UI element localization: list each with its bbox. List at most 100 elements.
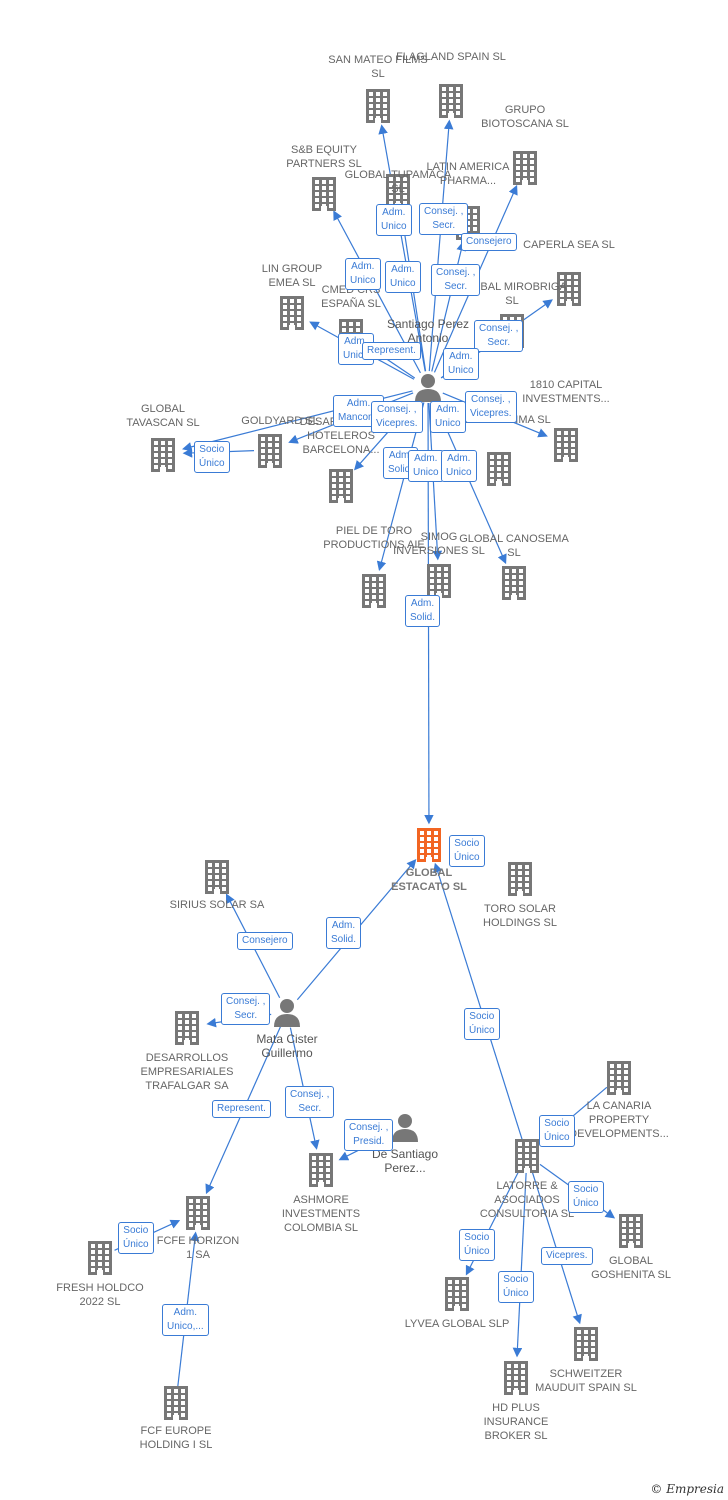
building-icon xyxy=(280,296,304,330)
edge-line xyxy=(378,124,426,372)
node-label: LIN GROUP EMEA SL xyxy=(261,263,323,289)
building-icon xyxy=(504,1361,528,1395)
building-icon xyxy=(607,1061,631,1095)
edge-label[interactable]: Vicepres. xyxy=(541,1247,593,1265)
edge-label[interactable]: Represent. xyxy=(212,1100,271,1118)
edge-label[interactable]: Consej. ,Vicepres. xyxy=(465,391,517,423)
building-icon xyxy=(445,1277,469,1311)
edge-label[interactable]: Adm.Unico,... xyxy=(162,1304,209,1336)
building-icon xyxy=(186,1196,210,1230)
node-label: 1810 CAPITAL INVESTMENTS... xyxy=(522,379,610,405)
edge-label[interactable]: Adm.Unico xyxy=(408,450,444,482)
building-icon xyxy=(151,438,175,472)
node-label: CAPERLA SEA SL xyxy=(523,239,615,251)
building-icon xyxy=(619,1214,643,1248)
node-label: De Santiago Perez... xyxy=(371,1147,439,1175)
person-icon xyxy=(415,374,441,402)
edge-label[interactable]: Adm.Unico xyxy=(345,258,381,290)
edge-label[interactable]: Adm.Solid. xyxy=(405,595,441,627)
node-label: FCFE HORIZON 1 SA xyxy=(156,1235,240,1261)
edge-label[interactable]: Represent. xyxy=(362,342,421,360)
node-label: GLOBAL CANOSEMA SL xyxy=(459,533,569,559)
building-icon xyxy=(164,1386,188,1420)
edge-label[interactable]: Consej. ,Secr. xyxy=(221,993,271,1025)
person-icon xyxy=(392,1114,418,1142)
edge-label[interactable]: Consej. ,Secr. xyxy=(285,1086,335,1118)
building-icon xyxy=(258,434,282,468)
building-icon xyxy=(175,1011,199,1045)
node-label: DESARROLLOS EMPRESARIALES TRAFALGAR SA xyxy=(140,1052,234,1092)
building-icon xyxy=(362,574,386,608)
node-label: GLOBAL TUPAMACA SL xyxy=(344,169,452,195)
edge-line xyxy=(428,119,454,372)
building-icon xyxy=(205,860,229,894)
building-icon xyxy=(386,174,410,208)
node-label: LATIN AMERICA PHARMA... xyxy=(426,161,510,187)
edge-label[interactable]: Consejero xyxy=(237,932,293,950)
building-icon xyxy=(312,177,336,211)
node-label: SIMOG INVERSIONES SL xyxy=(393,531,485,557)
building-icon xyxy=(88,1241,112,1275)
node-label: LATORRE & ASOCIADOS CONSULTORIA SL xyxy=(479,1180,575,1220)
building-icon xyxy=(513,151,537,185)
building-icon xyxy=(427,564,451,598)
edge-label[interactable]: Adm.Unico xyxy=(443,348,479,380)
node-label: Mata Cister Guillermo xyxy=(256,1032,318,1060)
edge-label[interactable]: Adm.Unico xyxy=(385,261,421,293)
node-label: SCHWEITZER MAUDUIT SPAIN SL xyxy=(535,1368,637,1394)
edge-label[interactable]: Adm.Unico xyxy=(376,204,412,236)
node-label: GRUPO BIOTOSCANA SL xyxy=(481,104,569,130)
node-label: GLOBAL ESTACATO SL xyxy=(391,867,467,893)
edge-label[interactable]: Consej. ,Secr. xyxy=(431,264,481,296)
edge-label[interactable]: Consej. ,Vicepres. xyxy=(371,401,423,433)
building-icon xyxy=(557,272,581,306)
person-icon xyxy=(274,999,300,1027)
node-label: GLOBAL TAVASCAN SL xyxy=(126,403,200,429)
building-icon xyxy=(487,452,511,486)
node-label: LYVEA GLOBAL SLP xyxy=(404,1318,510,1330)
building-icon xyxy=(574,1327,598,1361)
node-label: TORO SOLAR HOLDINGS SL xyxy=(483,903,557,929)
node-label: FCF EUROPE HOLDING I SL xyxy=(139,1425,213,1451)
node-label: GLOBAL GOSHENITA SL xyxy=(591,1255,671,1281)
building-icon xyxy=(502,566,526,600)
building-icon xyxy=(515,1139,539,1173)
node-label: PIEL DE TORO PRODUCTIONS AIE xyxy=(323,525,425,551)
node-label: FRESH HOLDCO 2022 SL xyxy=(56,1282,144,1308)
edge-label[interactable]: Consej. ,Secr. xyxy=(419,203,469,235)
node-label: ASHMORE INVESTMENTS COLOMBIA SL xyxy=(281,1194,361,1234)
edge-label[interactable]: Adm.Unico xyxy=(430,401,466,433)
node-label: GLOBAL MIROBRIGA SL xyxy=(457,281,567,307)
edge-label[interactable]: Adm.Solid. xyxy=(326,917,362,949)
edge-line xyxy=(433,862,523,1140)
building-icon xyxy=(329,469,353,503)
node-label: FLAGLAND SPAIN SL xyxy=(396,51,506,63)
building-icon xyxy=(508,862,532,896)
node-label: SAN MATEO FILMS SL xyxy=(328,54,428,80)
edge-label[interactable]: Consej. ,Secr. xyxy=(474,320,524,352)
empresia-logo: © Empresia xyxy=(650,1482,724,1496)
edge-line xyxy=(512,1170,527,1358)
building-icon xyxy=(439,84,463,118)
edge-line xyxy=(531,1170,582,1325)
edge-label[interactable]: Adm.Unico xyxy=(441,450,477,482)
building-icon xyxy=(554,428,578,462)
building-icon xyxy=(366,89,390,123)
node-label: LA CANARIA PROPERTY DEVELOPMENTS... xyxy=(569,1100,669,1140)
node-label: HD PLUS INSURANCE BROKER SL xyxy=(483,1402,549,1442)
building-icon xyxy=(417,828,441,862)
node-label: Santiago Perez Antonio xyxy=(386,317,470,345)
edge-label[interactable]: Consejero xyxy=(461,233,517,251)
node-label: SIRIUS SOLAR SA xyxy=(169,899,265,911)
node-label: S&B EQUITY PARTNERS SL xyxy=(286,144,362,170)
edge-label[interactable]: Consej. ,Presid. xyxy=(344,1119,394,1151)
building-icon xyxy=(309,1153,333,1187)
